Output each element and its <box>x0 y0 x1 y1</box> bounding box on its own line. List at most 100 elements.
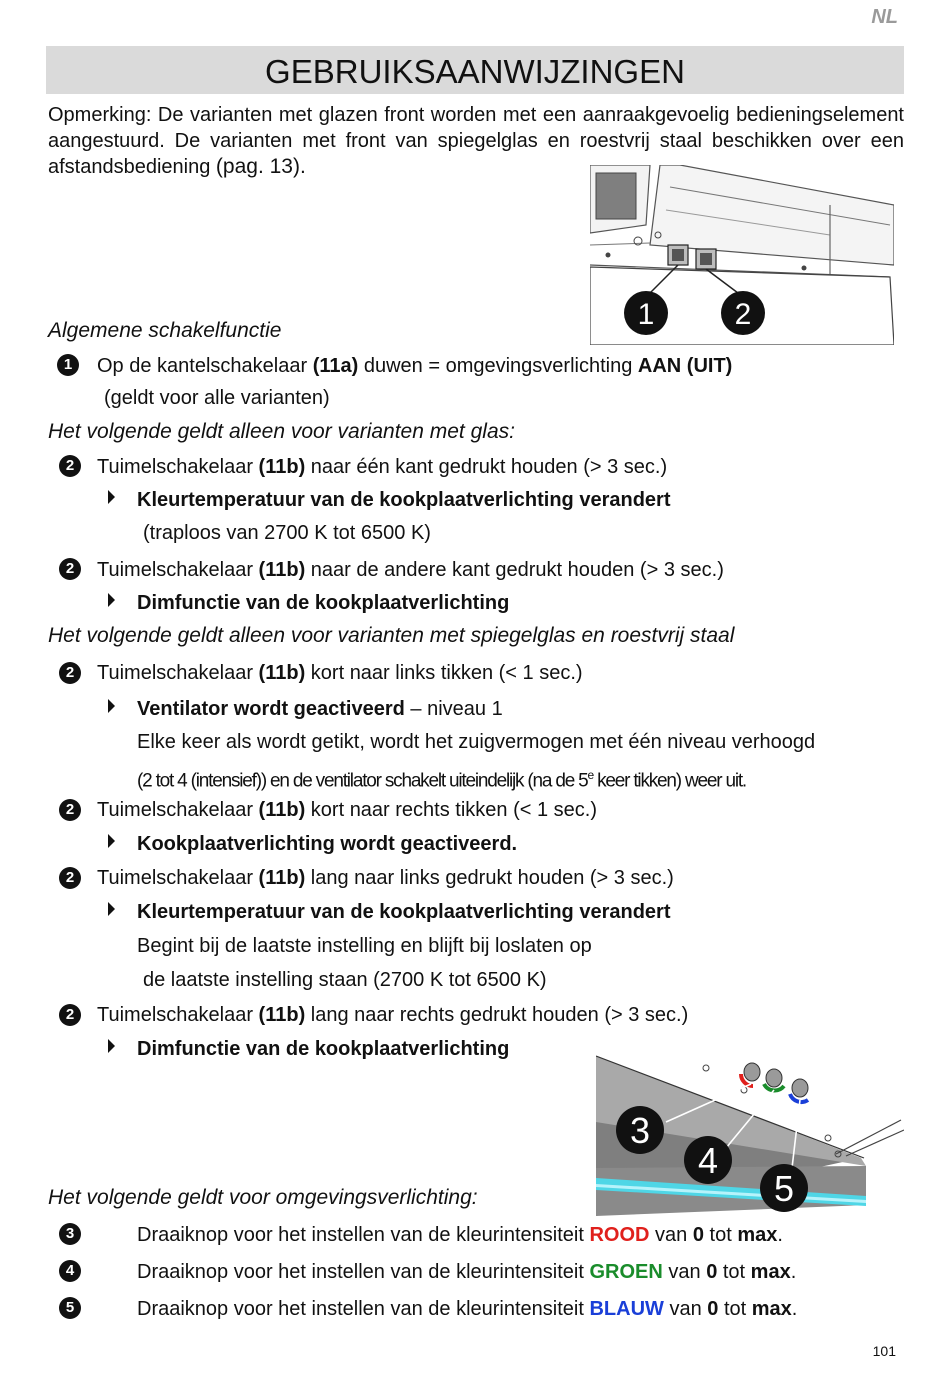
arrow-bullet-icon <box>108 834 115 848</box>
color-blue-label: BLAUW <box>589 1298 664 1320</box>
number-2-badge: 2 <box>59 558 81 580</box>
glass-item-1-detail: (traploos van 2700 K tot 6500 K) <box>143 522 431 544</box>
text-part: Tuimelschakelaar <box>97 456 259 478</box>
ambient-item-red: Draaiknop voor het instellen van de kleu… <box>137 1223 783 1247</box>
callout-3 <box>616 1106 664 1154</box>
callout-5-label: 5 <box>774 1168 794 1209</box>
switch-figure: 1 2 <box>590 165 894 345</box>
mirror-item-3-detail-2: de laatste instelling staan (2700 K tot … <box>143 969 547 991</box>
switch-ref: (11b) <box>258 559 306 581</box>
callout-1 <box>624 291 668 335</box>
mirror-item-1-detail-2: (2 tot 4 (intensief)) en de ventilator s… <box>137 763 747 793</box>
section-glass-heading: Het volgende geldt alleen voor varianten… <box>48 420 515 443</box>
callout-1-label: 1 <box>638 298 655 331</box>
mirror-item-4-result: Dimfunctie van de kookplaatverlichting <box>137 1038 510 1060</box>
text-part: tot <box>703 1224 738 1246</box>
arrow-bullet-icon <box>108 699 115 713</box>
text-part: . <box>790 1261 797 1283</box>
number-2-badge: 2 <box>59 662 81 684</box>
text-part: (2 tot 4 (intensief)) en de ventilator s… <box>137 770 589 792</box>
text-part: tot <box>717 1261 751 1283</box>
ambient-item-blue: Draaiknop voor het instellen van de kleu… <box>137 1297 797 1321</box>
mirror-item-3: Tuimelschakelaar (11b) lang naar links g… <box>97 866 674 890</box>
text-part: keer tikken) weer uit. <box>593 770 747 792</box>
min-value: 0 <box>707 1298 719 1320</box>
language-tag: NL <box>871 6 898 28</box>
knob-figure: 3 4 5 <box>596 1050 904 1216</box>
min-value: 0 <box>692 1224 704 1246</box>
intro-text: Opmerking: De varianten met glazen front… <box>48 104 904 178</box>
arrow-bullet-icon <box>108 490 115 504</box>
page-title: GEBRUIKSAANWIJZINGEN <box>46 46 904 94</box>
number-1-badge: 1 <box>57 354 79 376</box>
mirror-item-2-result: Kookplaatverlichting wordt geactiveerd. <box>137 833 518 855</box>
mirror-item-2: Tuimelschakelaar (11b) kort naar rechts … <box>97 798 597 822</box>
text-part: Op de kantelschakelaar <box>97 355 313 377</box>
callout-2 <box>721 291 765 335</box>
text-part: Draaiknop voor het instellen van de kleu… <box>137 1224 590 1246</box>
mirror-item-4: Tuimelschakelaar (11b) lang naar rechts … <box>97 1003 688 1027</box>
text-part: van <box>649 1224 693 1246</box>
max-value: max <box>737 1224 778 1246</box>
text-part: Tuimelschakelaar <box>97 799 259 821</box>
text-part: . <box>777 1224 783 1246</box>
text-part: . <box>791 1298 798 1320</box>
glass-item-1-result: Kleurtemperatuur van de kookplaatverlich… <box>137 489 671 511</box>
arrow-bullet-icon <box>108 593 115 607</box>
section-ambient-heading: Het volgende geldt voor omgevingsverlich… <box>48 1186 478 1209</box>
color-green-label: GROEN <box>589 1261 663 1283</box>
general-line-2: (geldt voor alle varianten) <box>104 387 330 409</box>
on-off-label: AAN (UIT) <box>637 355 733 377</box>
callout-4 <box>684 1136 732 1184</box>
callout-2-label: 2 <box>735 298 752 331</box>
switch-ref: (11b) <box>258 662 306 684</box>
text-part: Draaiknop voor het instellen van de kleu… <box>137 1298 590 1320</box>
max-value: max <box>750 1261 791 1283</box>
arrow-bullet-icon <box>108 902 115 916</box>
text-part: kort naar rechts tikken (< 1 sec.) <box>305 799 598 821</box>
glass-item-2-result: Dimfunctie van de kookplaatverlichting <box>137 592 510 614</box>
text-part: naar de andere kant gedrukt houden (> 3 … <box>305 559 724 581</box>
page-reference: (pag. 13). <box>215 155 306 178</box>
page-number: 101 <box>872 1343 896 1359</box>
switch-ref: (11b) <box>258 799 306 821</box>
number-2-badge: 2 <box>59 1004 81 1026</box>
callout-3-label: 3 <box>630 1110 650 1151</box>
text-part: lang naar rechts gedrukt houden (> 3 sec… <box>305 1004 689 1026</box>
text-part: lang naar links gedrukt houden (> 3 sec.… <box>305 867 674 889</box>
blue-knob-icon <box>788 1078 810 1104</box>
number-2-badge: 2 <box>59 455 81 477</box>
text-part: Tuimelschakelaar <box>97 559 259 581</box>
color-red-label: ROOD <box>589 1224 650 1246</box>
section-mirror-steel-heading: Het volgende geldt alleen voor varianten… <box>48 624 735 647</box>
arrow-bullet-icon <box>108 1039 115 1053</box>
callout-4-label: 4 <box>698 1140 718 1181</box>
superscript: e <box>587 768 595 782</box>
text-part: van <box>663 1298 708 1320</box>
mirror-item-1: Tuimelschakelaar (11b) kort naar links t… <box>97 661 583 685</box>
text-part: kort naar links tikken (< 1 sec.) <box>305 662 583 684</box>
min-value: 0 <box>706 1261 718 1283</box>
section-general-heading: Algemene schakelfunctie <box>48 319 282 342</box>
fan-activated-label: Ventilator wordt geactiveerd <box>137 698 405 720</box>
intro-paragraph: Opmerking: De varianten met glazen front… <box>48 102 904 180</box>
text-part: Tuimelschakelaar <box>97 662 259 684</box>
number-4-badge: 4 <box>59 1260 81 1282</box>
number-2-badge: 2 <box>59 799 81 821</box>
general-line-1: Op de kantelschakelaar (11a) duwen = omg… <box>97 354 732 378</box>
text-part: van <box>662 1261 707 1283</box>
number-3-badge: 3 <box>59 1223 81 1245</box>
mirror-item-1-result: Ventilator wordt geactiveerd – niveau 1 <box>137 697 503 721</box>
max-value: max <box>751 1298 792 1320</box>
switch-ref: (11b) <box>258 456 306 478</box>
red-knob-icon <box>739 1062 761 1088</box>
callout-5 <box>760 1164 808 1212</box>
switch-ref: (11a) <box>312 355 359 377</box>
switch-ref: (11b) <box>258 867 306 889</box>
number-5-badge: 5 <box>59 1297 81 1319</box>
mirror-item-1-detail: Elke keer als wordt getikt, wordt het zu… <box>137 731 816 753</box>
text-part: Tuimelschakelaar <box>97 1004 259 1026</box>
glass-item-2: Tuimelschakelaar (11b) naar de andere ka… <box>97 558 724 582</box>
number-2-badge: 2 <box>59 867 81 889</box>
mirror-item-3-result: Kleurtemperatuur van de kookplaatverlich… <box>137 901 671 923</box>
